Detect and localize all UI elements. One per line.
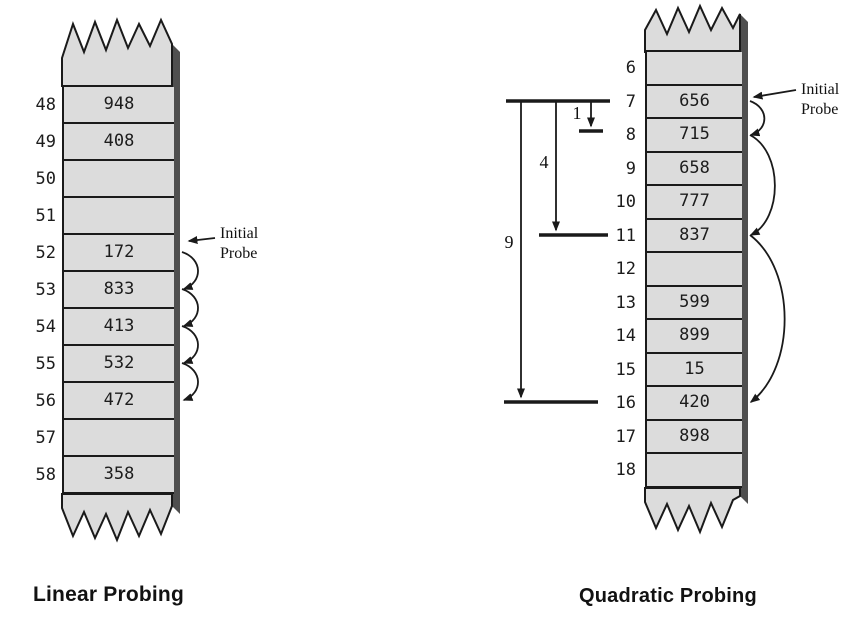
row-index: 48 — [35, 95, 56, 115]
row-index: 57 — [35, 428, 56, 448]
table-cell: 599 — [647, 286, 742, 320]
row-index: 52 — [35, 243, 56, 263]
table-cell: 532 — [64, 346, 174, 383]
row-index: 58 — [35, 465, 56, 485]
linear-probe-arc-55-to-56 — [181, 362, 199, 401]
table-cell: 408 — [64, 124, 174, 161]
linear-table-torn-top-edge — [61, 17, 173, 87]
offset-label-4: 4 — [539, 152, 549, 172]
linear-index-column: 48 49 50 51 52 53 54 55 56 57 58 — [12, 87, 56, 494]
quadratic-probe-arc-11-to-16 — [749, 234, 786, 403]
table-cell: 777 — [647, 186, 742, 220]
table-cell: 420 — [647, 387, 742, 421]
row-index: 50 — [35, 169, 56, 189]
quadratic-table-torn-top-edge — [644, 3, 741, 53]
table-cell: 899 — [647, 320, 742, 354]
table-cell — [64, 198, 174, 235]
linear-probing-title: Linear Probing — [33, 583, 184, 606]
row-index: 49 — [35, 132, 56, 152]
row-index: 17 — [615, 426, 636, 447]
quadratic-table-shadow-edge — [740, 14, 748, 504]
linear-table-torn-bottom-edge — [61, 493, 173, 543]
table-cell: 472 — [64, 383, 174, 420]
table-cell — [647, 253, 742, 287]
row-index: 56 — [35, 391, 56, 411]
table-cell: 948 — [64, 87, 174, 124]
quadratic-probe-arc-7-to-8 — [749, 100, 766, 137]
table-cell — [64, 161, 174, 198]
table-cell: 15 — [647, 353, 742, 387]
offset-label-1: 1 — [572, 103, 582, 123]
linear-table-shadow-edge — [172, 44, 180, 514]
linear-initial-probe-arrow — [187, 236, 216, 244]
table-cell — [64, 420, 174, 457]
row-index: 54 — [35, 317, 56, 337]
table-cell: 413 — [64, 309, 174, 346]
table-cell — [647, 52, 742, 86]
linear-probe-arc-52-to-53 — [181, 251, 199, 290]
row-index: 53 — [35, 280, 56, 300]
quadratic-probing-title: Quadratic Probing — [579, 585, 757, 607]
row-index: 55 — [35, 354, 56, 374]
table-cell: 898 — [647, 420, 742, 454]
row-index: 18 — [615, 460, 636, 480]
table-cell: 715 — [647, 119, 742, 153]
row-index: 6 — [625, 58, 636, 78]
offset-label-9: 9 — [504, 232, 514, 252]
table-cell: 837 — [647, 219, 742, 253]
linear-probe-arc-53-to-54 — [181, 288, 199, 327]
linear-initial-probe-label: Initial Probe — [220, 225, 259, 262]
quadratic-index-column: 6 7 8 9 10 11 12 13 14 15 16 17 18 — [594, 52, 636, 488]
quadratic-table-torn-bottom-edge — [644, 487, 741, 535]
row-index: 51 — [35, 206, 56, 226]
table-cell: 358 — [64, 457, 174, 494]
row-index: 13 — [615, 292, 636, 313]
table-cell: 658 — [647, 152, 742, 186]
row-index: 10 — [615, 192, 636, 212]
row-index: 8 — [625, 125, 636, 145]
linear-probe-arc-54-to-55 — [181, 325, 199, 364]
row-index: 9 — [625, 158, 636, 179]
row-index: 7 — [625, 91, 636, 112]
row-index: 15 — [615, 359, 636, 380]
table-cell: 656 — [647, 85, 742, 119]
quadratic-initial-probe-arrow — [752, 89, 797, 100]
row-index: 16 — [615, 393, 636, 413]
row-index: 11 — [615, 225, 636, 246]
quadratic-initial-probe-label: Initial Probe — [801, 81, 840, 118]
row-index: 14 — [615, 326, 636, 346]
quadratic-probe-arc-8-to-11 — [749, 134, 776, 236]
row-index: 12 — [615, 259, 636, 279]
table-cell: 172 — [64, 235, 174, 272]
table-cell — [647, 454, 742, 488]
table-cell: 833 — [64, 272, 174, 309]
